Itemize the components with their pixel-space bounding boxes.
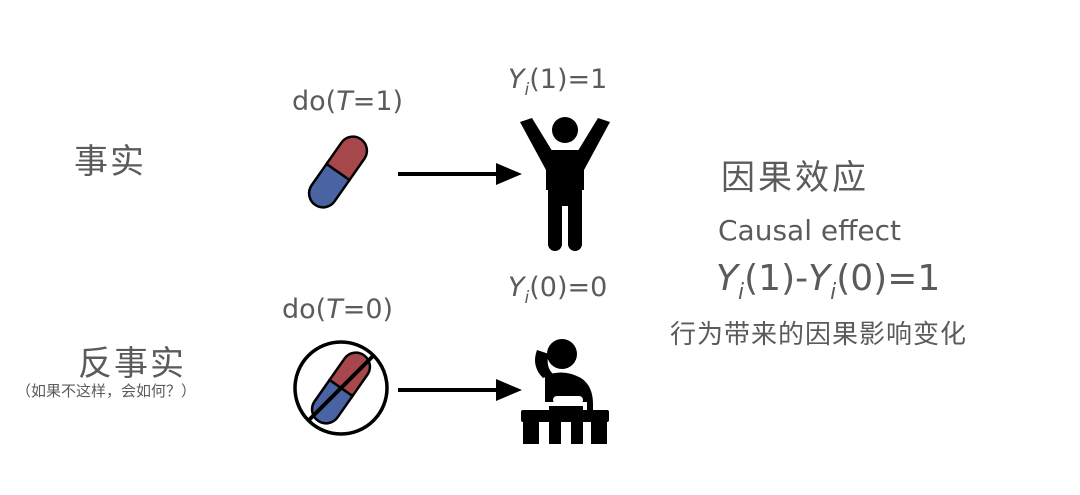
outcome-variable: Y xyxy=(508,64,525,95)
causal-effect-title-en: Causal effect xyxy=(718,214,901,247)
do-prefix: do( xyxy=(282,294,327,325)
counterfactual-label: 反事实 xyxy=(78,344,186,384)
factual-do-label: do(T=1) xyxy=(292,86,403,117)
formula-sub2: i xyxy=(830,280,837,305)
arrow-right-icon xyxy=(398,379,522,401)
formula-sub1: i xyxy=(738,280,745,305)
outcome-subscript: i xyxy=(524,288,530,308)
formula-mid: (1)- xyxy=(744,258,809,299)
person-sitting-head-in-hand-icon xyxy=(521,339,609,444)
counterfactual-do-label: do(T=0) xyxy=(282,294,393,325)
counterfactual-outcome-label: Yi(0)=0 xyxy=(508,272,608,308)
causal-effect-formula: Yi(1)-Yi(0)=1 xyxy=(716,258,941,305)
formula-y2: Y xyxy=(808,258,831,299)
counterfactual-sublabel: （如果不这样，会如何？） xyxy=(16,382,197,400)
causal-effect-title-cn: 因果效应 xyxy=(721,158,869,198)
do-prefix: do( xyxy=(292,86,337,117)
do-value: =0) xyxy=(342,294,394,325)
outcome-value: (0)=0 xyxy=(529,272,608,303)
outcome-variable: Y xyxy=(508,272,525,303)
do-variable: T xyxy=(336,86,353,117)
factual-outcome-label: Yi(1)=1 xyxy=(508,64,608,100)
factual-label: 事实 xyxy=(74,142,146,182)
pill-icon xyxy=(307,135,369,209)
do-variable: T xyxy=(326,294,343,325)
arrow-right-icon xyxy=(398,163,522,185)
causal-effect-description: 行为带来的因果影响变化 xyxy=(670,320,968,350)
outcome-value: (1)=1 xyxy=(529,64,608,95)
do-value: =1) xyxy=(352,86,404,117)
formula-y1: Y xyxy=(716,258,738,299)
prohibited-pill-icon xyxy=(293,340,389,436)
outcome-subscript: i xyxy=(524,80,530,100)
person-arms-up-icon xyxy=(520,117,610,251)
formula-end: (0)=1 xyxy=(836,258,941,299)
